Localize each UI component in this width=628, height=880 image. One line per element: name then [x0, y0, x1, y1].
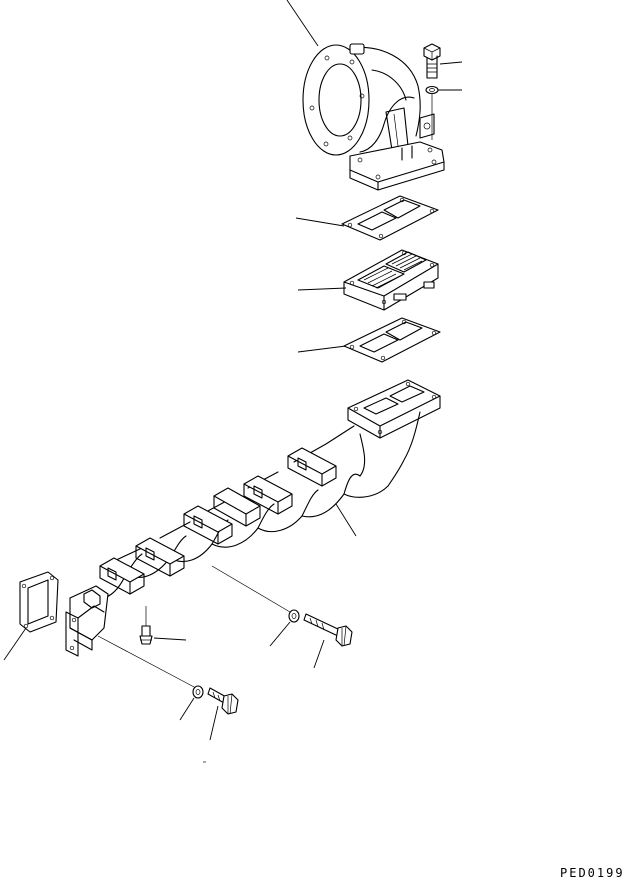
leader-line	[153, 637, 187, 641]
drawing-code: PED0199	[560, 866, 625, 880]
sensor-plug	[139, 606, 187, 645]
leader-line	[335, 503, 357, 537]
end-gasket	[3, 571, 59, 661]
guide-line	[97, 635, 197, 689]
leader-line	[297, 287, 347, 291]
leader-line	[269, 621, 291, 647]
spacer-block	[297, 249, 439, 311]
bolt-washer	[425, 85, 462, 140]
manifold-bolt	[303, 613, 353, 669]
leader-line	[286, 0, 319, 47]
guide-line	[211, 565, 291, 613]
leader-line	[209, 705, 219, 741]
elbow-mounting-bolt	[423, 43, 463, 79]
leader-line	[313, 639, 325, 669]
manifold-washer	[269, 609, 300, 647]
exhaust-manifold	[65, 379, 441, 657]
leader-line	[439, 61, 463, 65]
upper-gasket	[295, 195, 439, 241]
small-washer	[179, 685, 204, 721]
lower-gasket	[297, 317, 441, 363]
leader-line	[3, 627, 27, 661]
turbocharger-elbow	[286, 0, 445, 191]
leader-line	[297, 345, 347, 353]
leader-line	[179, 697, 195, 721]
leader-line	[295, 217, 345, 227]
short-bolt	[207, 687, 239, 741]
